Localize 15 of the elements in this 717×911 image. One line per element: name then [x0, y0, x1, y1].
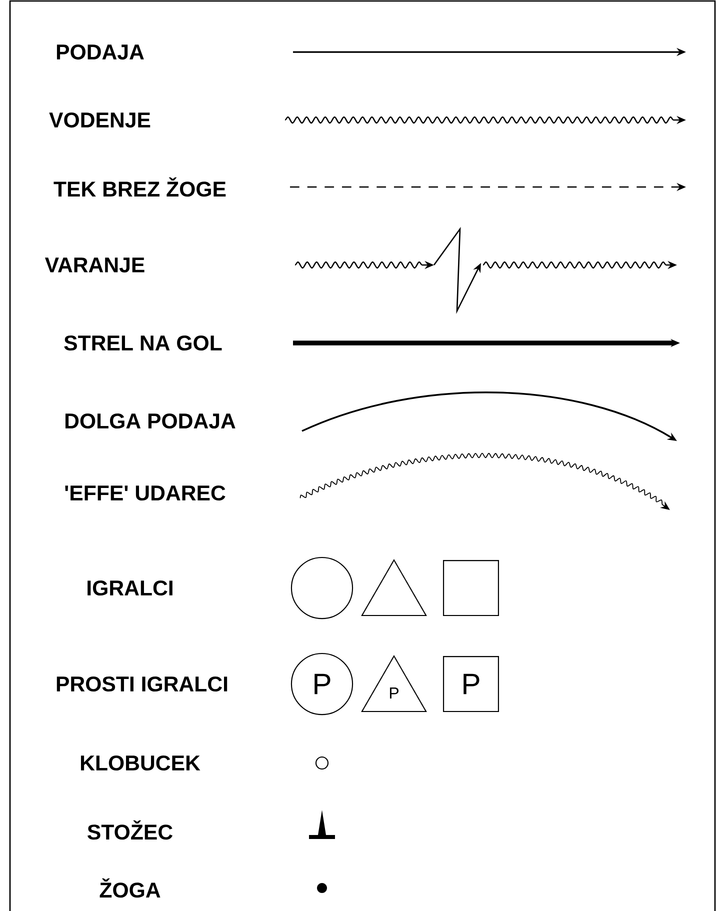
- player-square: P: [443, 656, 499, 712]
- legend-text: STREL NA GOL: [64, 335, 222, 351]
- legend-text: DOLGA PODAJA: [66, 413, 236, 429]
- legend-text: KLOBUCEK: [80, 755, 200, 771]
- legend-text: VODENJE: [49, 112, 150, 128]
- legend-text: PODAJA: [56, 44, 144, 60]
- legend-text: VARANJE: [44, 258, 144, 272]
- legend-text: STOŽEC: [88, 820, 172, 840]
- player-square: [443, 560, 499, 616]
- legend-text: IGRALCI: [88, 580, 172, 596]
- legend-text: PROSTI IGRALCI: [56, 676, 228, 692]
- legend-text: TEK BREZ ŽOGE: [54, 177, 226, 197]
- legend-text: 'EFFE' UDAREC: [65, 485, 226, 501]
- player-circle: [290, 556, 354, 620]
- legend-text: ŽOGA: [100, 878, 160, 898]
